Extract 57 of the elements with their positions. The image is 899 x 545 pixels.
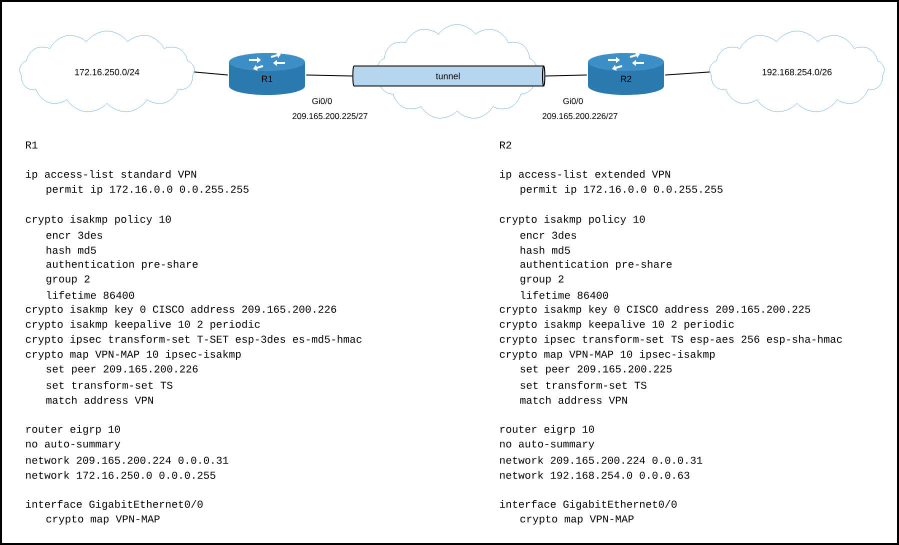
config-line: router eigrp 10 bbox=[500, 425, 594, 435]
router-drawing: R2 bbox=[588, 52, 664, 95]
config-line: lifetime 86400 bbox=[47, 291, 134, 299]
config-line: no auto-summary bbox=[500, 440, 594, 450]
config-line: group 2 bbox=[46, 275, 90, 285]
config-line: permit ip 172.16.0.0 0.0.255.255 bbox=[520, 185, 723, 195]
interface-label: 209.165.200.226/27 bbox=[542, 112, 618, 120]
interface-label: Gi0/0 bbox=[312, 98, 332, 104]
config-line: crypto ipsec transform-set TS esp-aes 256 esp-sha-hmac bbox=[500, 335, 842, 345]
link-line bbox=[306, 74, 353, 76]
config-line: crypto isakmp policy 10 bbox=[26, 215, 171, 225]
config-line: interface GigabitEthernet0/0 bbox=[500, 500, 677, 510]
config-line: crypto isakmp keepalive 10 2 periodic bbox=[26, 320, 260, 330]
config-line: crypto map VPN-MAP 10 ipsec-isakmp bbox=[26, 350, 241, 360]
config-line: crypto isakmp policy 10 bbox=[500, 215, 645, 225]
config-line: authentication pre-share bbox=[46, 260, 198, 270]
config-line: permit ip 172.16.0.0 0.0.255.255 bbox=[46, 185, 249, 195]
cloud: 172.16.250.0/24 bbox=[20, 30, 194, 112]
config-line: R1 bbox=[26, 142, 38, 148]
config-line: set transform-set TS bbox=[520, 381, 646, 389]
config-line: match address VPN bbox=[46, 396, 153, 404]
cloud: 192.168.254.0/26 bbox=[710, 30, 884, 112]
config-line: match address VPN bbox=[520, 396, 627, 404]
link-line bbox=[664, 72, 710, 76]
config-line: interface GigabitEthernet0/0 bbox=[26, 500, 203, 510]
config-line: set transform-set TS bbox=[46, 381, 172, 389]
config-line: ip access-list standard VPN bbox=[26, 170, 196, 180]
config-line: network 172.16.250.0 0.0.0.255 bbox=[26, 471, 216, 479]
config-line: set peer 209.165.200.225 bbox=[520, 365, 672, 375]
link-line bbox=[194, 72, 228, 76]
config-line: router eigrp 10 bbox=[26, 425, 120, 435]
config-line: hash md5 bbox=[46, 246, 96, 254]
config-line: crypto map VPN-MAP bbox=[520, 515, 634, 525]
tunnel-pipe: tunnel bbox=[352, 66, 546, 86]
config-line: no auto-summary bbox=[26, 440, 120, 450]
config-line: network 209.165.200.224 0.0.0.31 bbox=[26, 456, 228, 464]
config-line: crypto ipsec transform-set T-SET esp-3des es-md5-hmac bbox=[26, 335, 362, 345]
config-line: crypto isakmp key 0 CISCO address 209.165.200.225 bbox=[500, 305, 810, 315]
config-line: lifetime 86400 bbox=[521, 291, 608, 299]
config-line: encr 3des bbox=[520, 231, 576, 239]
config-line: crypto isakmp keepalive 10 2 periodic bbox=[500, 320, 734, 330]
link-line bbox=[544, 74, 588, 76]
router-drawing: R1 bbox=[229, 52, 305, 95]
config-line: R2 bbox=[500, 141, 512, 149]
config-line: group 2 bbox=[520, 275, 564, 285]
config-line: crypto isakmp key 0 CISCO address 209.165.200.226 bbox=[26, 305, 336, 315]
config-line: crypto map VPN-MAP 10 ipsec-isakmp bbox=[500, 350, 715, 360]
config-line: hash md5 bbox=[520, 246, 570, 254]
config-line: authentication pre-share bbox=[520, 260, 672, 270]
interface-label: 209.165.200.225/27 bbox=[292, 112, 368, 120]
interface-label: Gi0/0 bbox=[563, 98, 583, 104]
config-line: encr 3des bbox=[46, 231, 102, 239]
config-line: network 209.165.200.224 0.0.0.31 bbox=[500, 456, 702, 464]
config-line: set peer 209.165.200.226 bbox=[46, 365, 198, 375]
config-line: ip access-list extended VPN bbox=[500, 170, 670, 180]
config-line: network 192.168.254.0 0.0.0.63 bbox=[500, 471, 690, 479]
config-line: crypto map VPN-MAP bbox=[46, 515, 160, 525]
